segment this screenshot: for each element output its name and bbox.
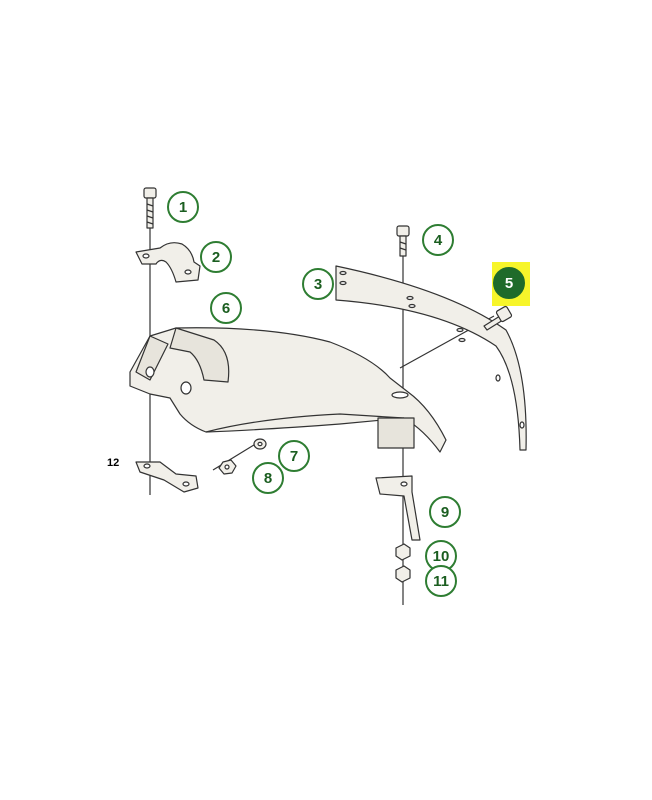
- bracket-part-9: [375, 475, 421, 541]
- label-12: 12: [107, 457, 120, 469]
- blade-part-3: [335, 265, 527, 451]
- callout-1[interactable]: 1: [167, 191, 199, 223]
- callout-7[interactable]: 7: [278, 440, 310, 472]
- screw-part-1: [143, 187, 157, 229]
- callout-9[interactable]: 9: [429, 496, 461, 528]
- clamp-part-2: [135, 242, 201, 283]
- bolt-part-5: [483, 305, 513, 331]
- washer-part-10: [395, 543, 411, 561]
- callout-5[interactable]: 5: [493, 267, 525, 299]
- callout-4[interactable]: 4: [422, 224, 454, 256]
- callout-11[interactable]: 11: [425, 565, 457, 597]
- screw-part-4: [396, 225, 410, 257]
- callout-6[interactable]: 6: [210, 292, 242, 324]
- nut-part-11: [395, 565, 411, 583]
- callout-8[interactable]: 8: [252, 462, 284, 494]
- callout-3[interactable]: 3: [302, 268, 334, 300]
- callout-2[interactable]: 2: [200, 241, 232, 273]
